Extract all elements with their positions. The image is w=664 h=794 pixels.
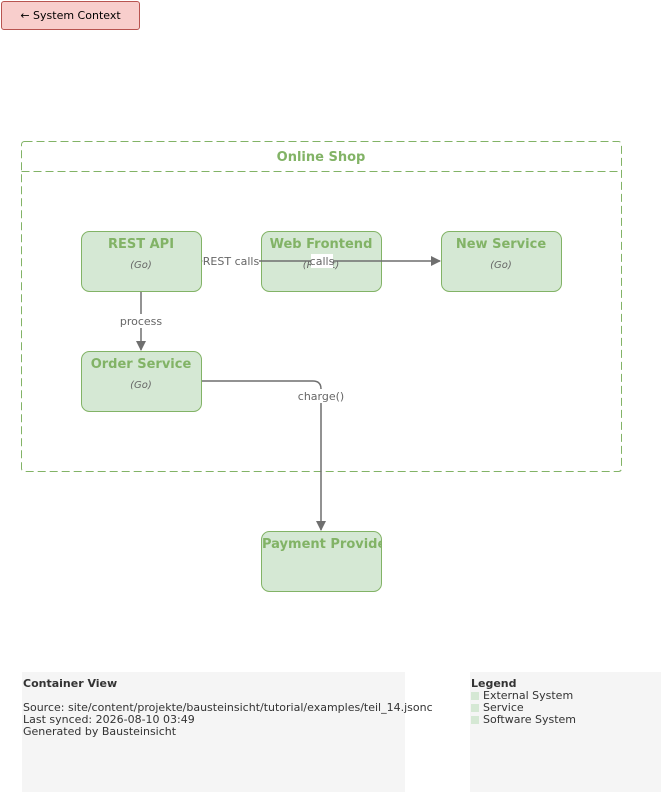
node-tech: (Go) — [130, 380, 152, 391]
legend-label: Software System — [483, 713, 577, 726]
node-name: New Service — [456, 237, 546, 252]
node-name: Payment Provider — [262, 537, 393, 552]
edge-calls[interactable]: calls — [261, 254, 441, 268]
node-order-service[interactable]: Order Service (Go) — [81, 351, 202, 412]
legend-item: Software System — [471, 714, 660, 726]
node-new-service[interactable]: New Service (Go) — [441, 231, 562, 292]
node-name: Web Frontend — [270, 237, 373, 252]
node-name: REST API — [108, 237, 174, 252]
edge-label: process — [120, 315, 163, 328]
node-name: Order Service — [91, 357, 192, 372]
info-title: Container View — [23, 677, 118, 690]
legend-panel: Legend External System Service Software … — [470, 672, 661, 792]
boundary-title: Online Shop — [277, 150, 366, 165]
legend-swatch — [471, 692, 479, 700]
legend-label: Service — [483, 701, 524, 714]
edge-label: calls — [310, 255, 335, 268]
legend-swatch — [471, 704, 479, 712]
node-payment-provider[interactable]: Payment Provider — [261, 531, 394, 592]
generated-text: Generated by Bausteinsicht — [23, 725, 177, 738]
synced-text: Last synced: 2026-08-10 03:49 — [23, 713, 195, 726]
legend-item: External System — [471, 690, 660, 702]
diagram-info-panel: Container View Source: site/content/proj… — [22, 672, 433, 792]
legend-item: Service — [471, 702, 660, 714]
back-to-system-context-button[interactable]: ← System Context — [1, 1, 140, 30]
edge-process[interactable]: process — [118, 292, 164, 351]
legend-label: External System — [483, 689, 574, 702]
edge-rest-calls[interactable]: REST calls — [202, 254, 261, 268]
legend-swatch — [471, 716, 479, 724]
edge-label: charge() — [298, 390, 344, 403]
legend-title: Legend — [471, 677, 517, 690]
edge-label: REST calls — [203, 255, 260, 268]
node-tech: (Go) — [490, 260, 512, 271]
node-tech: (Go) — [130, 260, 152, 271]
source-text: Source: site/content/projekte/bausteinsi… — [23, 701, 433, 714]
node-rest-api[interactable]: REST API (Go) — [81, 231, 202, 292]
edge-charge[interactable]: charge() — [202, 380, 346, 531]
